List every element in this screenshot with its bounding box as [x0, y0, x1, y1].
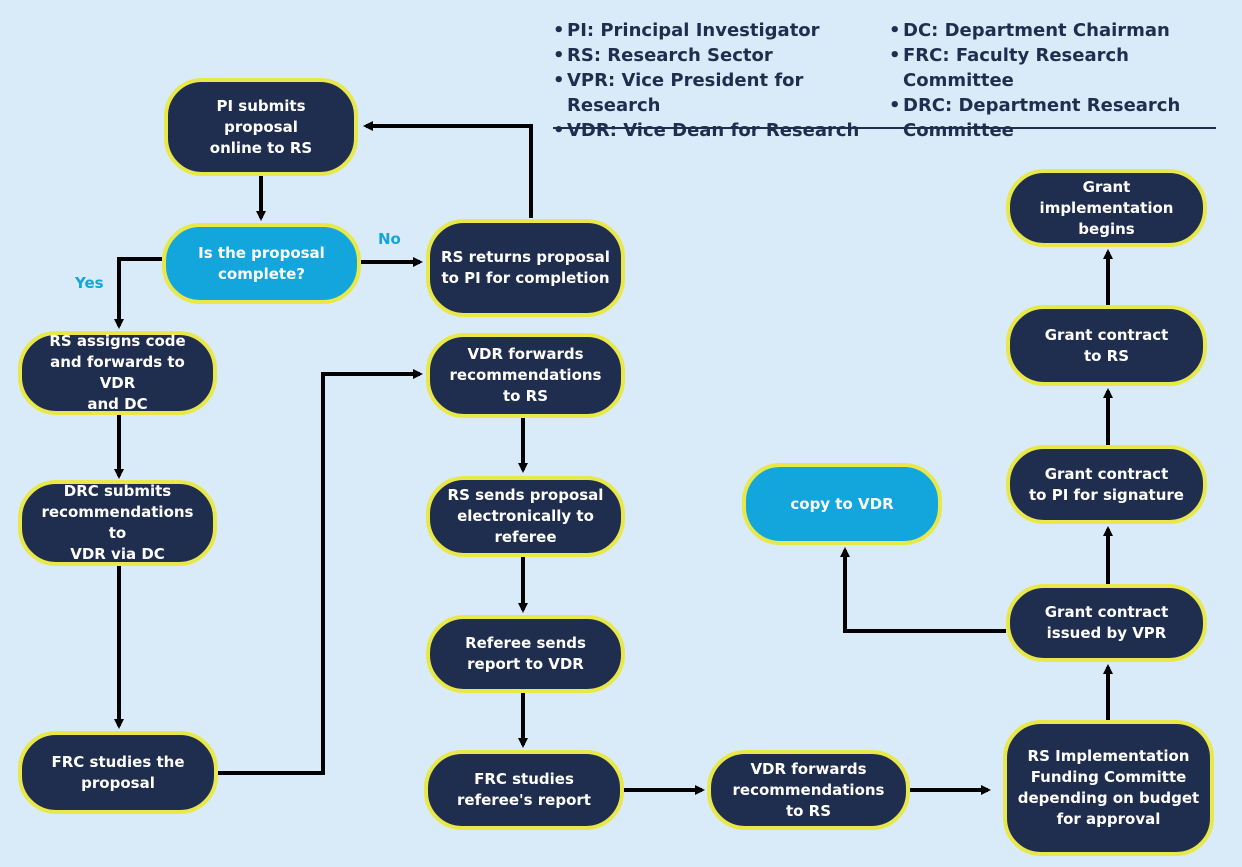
label-no: No — [378, 230, 401, 248]
arrow-yes-to-assign — [114, 257, 162, 329]
node-rs-assigns: RS assigns code and forwards to VDR and … — [18, 331, 217, 415]
node-referee-sends: Referee sends report to VDR — [426, 615, 625, 693]
arrow-frc-to-vdr — [218, 369, 423, 775]
legend-item: •PI: Principal Investigator — [553, 20, 820, 41]
node-contract-to-rs: Grant contract to RS — [1006, 305, 1207, 386]
legend-item: •DC: Department Chairman — [889, 20, 1170, 41]
legend-item: •DRC: Department Research Committee — [889, 95, 1181, 141]
node-drc-submits: DRC submits recommendations to VDR via D… — [18, 480, 217, 566]
node-implementation-begins: Grant implementation begins — [1006, 169, 1207, 247]
node-vdr-forwards-2: VDR forwards recommendations to RS — [707, 750, 910, 830]
legend-item: •FRC: Faculty Research Committee — [889, 45, 1129, 91]
label-yes: Yes — [75, 274, 104, 292]
node-pi-submits: PI submits proposal online to RS — [164, 78, 358, 176]
node-is-proposal-complete: Is the proposal complete? — [162, 223, 361, 304]
node-copy-to-vdr: copy to VDR — [742, 463, 942, 545]
legend-item: •VDR: Vice Dean for Research — [553, 120, 860, 141]
node-rs-committee: RS Implementation Funding Committe depen… — [1003, 720, 1214, 856]
legend: •PI: Principal Investigator •RS: Researc… — [553, 18, 1218, 141]
node-issued-by-vpr: Grant contract issued by VPR — [1006, 584, 1207, 662]
arrow-issued-to-copy — [840, 547, 1006, 633]
node-rs-sends: RS sends proposal electronically to refe… — [426, 476, 625, 557]
node-rs-returns: RS returns proposal to PI for completion — [426, 219, 625, 317]
legend-item: •VPR: Vice President for Research — [553, 70, 804, 116]
node-contract-to-pi: Grant contract to PI for signature — [1006, 445, 1207, 524]
node-vdr-forwards-1: VDR forwards recommendations to RS — [426, 333, 625, 418]
legend-item: •RS: Research Sector — [553, 45, 773, 66]
arrow-return-to-submit — [363, 121, 533, 218]
node-frc-referee: FRC studies referee's report — [424, 750, 624, 830]
node-frc-studies: FRC studies the proposal — [18, 731, 218, 814]
